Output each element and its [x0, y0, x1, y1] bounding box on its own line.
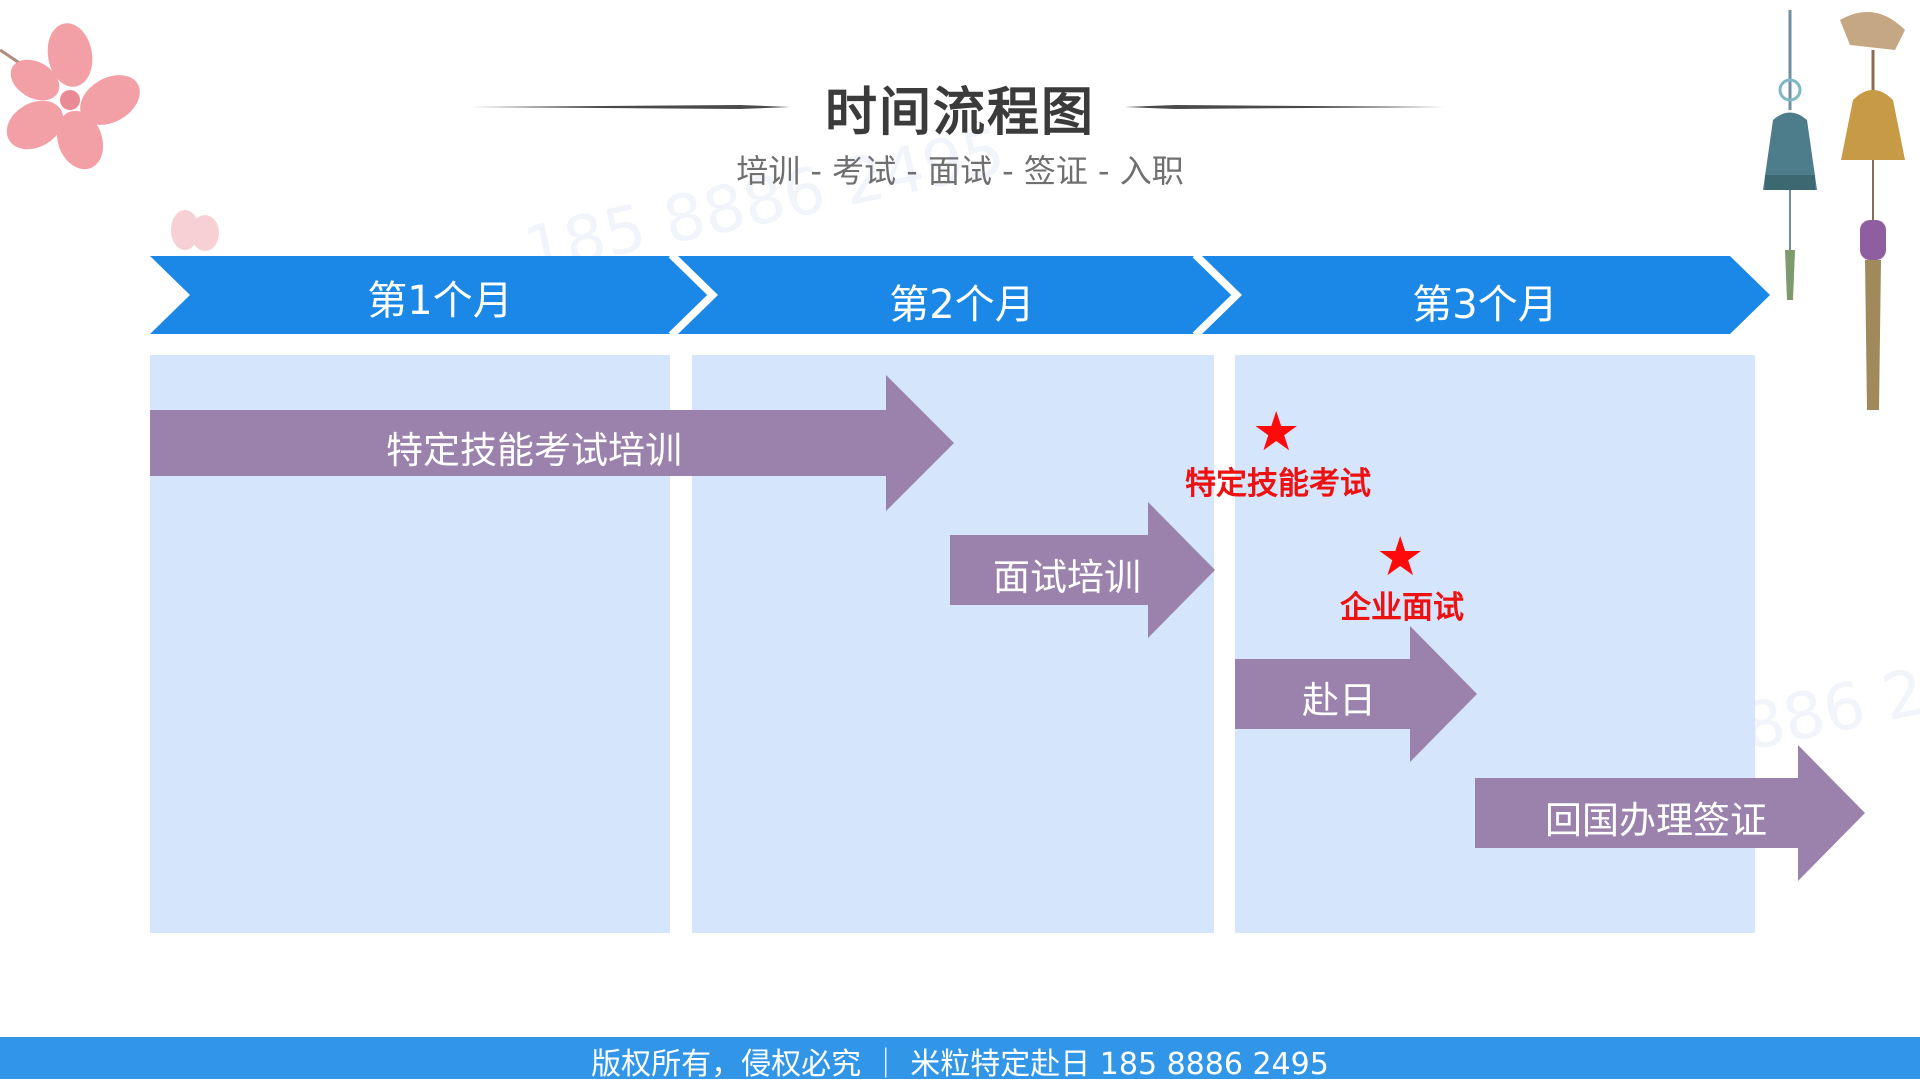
title-right-line	[1125, 105, 1445, 109]
title-block: 时间流程图	[0, 70, 1920, 143]
star-icon: ★	[1252, 400, 1301, 463]
task-label-go-to-japan: 赴日	[1302, 679, 1376, 722]
flower-decoration-icon	[0, 23, 140, 170]
task-arrow-visa	[1475, 745, 1865, 881]
footer-text: 版权所有，侵权必究 ｜ 米粒特定赴日 185 8886 2495	[591, 1047, 1329, 1082]
month-2-label: 第2个月	[889, 282, 1035, 328]
small-flower-icon	[171, 210, 219, 251]
task-label-interview-training: 面试培训	[993, 556, 1141, 599]
wind-chime-decoration-icon	[1763, 10, 1905, 410]
task-arrow-exam-training	[150, 375, 954, 511]
task-label-visa: 回国办理签证	[1545, 799, 1767, 842]
task-label-exam-training: 特定技能考试培训	[386, 429, 682, 472]
task-arrow-go-to-japan	[1235, 626, 1477, 762]
task-arrow-interview-training	[950, 502, 1215, 638]
milestone-label-interview: 企业面试	[1340, 590, 1464, 626]
month-header-bar: 第1个月 第2个月 第3个月	[150, 256, 1770, 334]
month-chevrons	[150, 256, 1770, 334]
footer-bar: 版权所有，侵权必究 ｜ 米粒特定赴日 185 8886 2495	[0, 1037, 1920, 1082]
star-icon: ★	[1376, 525, 1425, 588]
title-left-line	[470, 105, 790, 109]
page-subtitle: 培训 - 考试 - 面试 - 签证 - 入职	[736, 152, 1184, 190]
page-title: 时间流程图	[824, 83, 1095, 143]
milestone-label-exam: 特定技能考试	[1185, 466, 1371, 502]
month-1-label: 第1个月	[367, 278, 513, 324]
month-1-chevron	[150, 256, 710, 334]
month-2-chevron	[678, 256, 1234, 334]
month-3-chevron	[1202, 256, 1770, 334]
month-3-label: 第3个月	[1412, 282, 1558, 328]
